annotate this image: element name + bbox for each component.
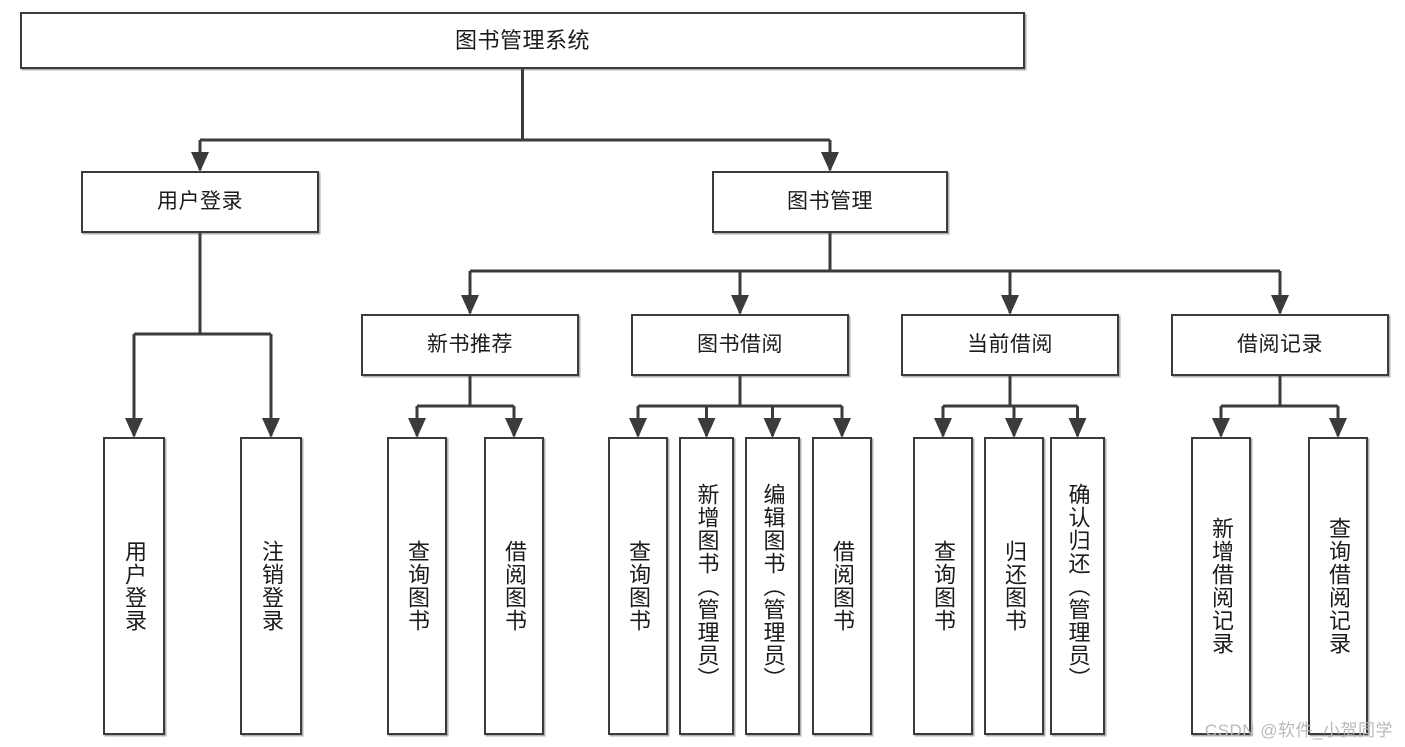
arrow-head-login bbox=[191, 152, 209, 172]
node-label: 新增图书（管理员） bbox=[694, 482, 720, 690]
node-label: 查询图书 bbox=[625, 540, 651, 632]
node-l-bw-borrow[interactable]: 借阅图书 bbox=[812, 437, 872, 735]
arrow-head-l-logout bbox=[262, 418, 280, 438]
arrow-head-newbook bbox=[461, 295, 479, 315]
node-label: 当前借阅 bbox=[967, 332, 1053, 356]
node-bookmgmt[interactable]: 图书管理 bbox=[712, 171, 948, 233]
node-borrow[interactable]: 图书借阅 bbox=[631, 314, 849, 376]
node-l-logout[interactable]: 注销登录 bbox=[240, 437, 302, 735]
node-current[interactable]: 当前借阅 bbox=[901, 314, 1119, 376]
arrow-head-l-userlogin bbox=[125, 418, 143, 438]
node-l-bw-query[interactable]: 查询图书 bbox=[608, 437, 668, 735]
arrow-head-l-nb-query bbox=[408, 418, 426, 438]
node-label: 查询图书 bbox=[404, 540, 430, 632]
arrow-head-borrow bbox=[731, 295, 749, 315]
node-l-cu-return[interactable]: 归还图书 bbox=[984, 437, 1044, 735]
arrow-head-l-rc-add bbox=[1212, 418, 1230, 438]
node-label: 归还图书 bbox=[1001, 540, 1027, 632]
node-label: 编辑图书（管理员） bbox=[760, 482, 786, 690]
node-records[interactable]: 借阅记录 bbox=[1171, 314, 1389, 376]
arrow-head-l-bw-edit bbox=[763, 418, 782, 438]
node-label: 注销登录 bbox=[258, 540, 284, 632]
arrow-head-current bbox=[1001, 295, 1019, 315]
node-newbook[interactable]: 新书推荐 bbox=[361, 314, 579, 376]
node-label: 借阅图书 bbox=[829, 540, 855, 632]
node-l-userlogin[interactable]: 用户登录 bbox=[103, 437, 165, 735]
node-l-bw-edit[interactable]: 编辑图书（管理员） bbox=[745, 437, 800, 735]
arrow-head-l-cu-confirm bbox=[1068, 418, 1087, 438]
node-label: 新增借阅记录 bbox=[1208, 517, 1234, 655]
node-login[interactable]: 用户登录 bbox=[81, 171, 319, 233]
node-l-rc-query[interactable]: 查询借阅记录 bbox=[1308, 437, 1368, 735]
node-l-nb-query[interactable]: 查询图书 bbox=[387, 437, 447, 735]
watermark: CSDN @软件_小贺同学 bbox=[1204, 721, 1393, 740]
node-label: 用户登录 bbox=[121, 540, 147, 632]
arrow-head-l-bw-borrow bbox=[833, 418, 851, 438]
node-label: 借阅图书 bbox=[501, 540, 527, 632]
node-label: 借阅记录 bbox=[1237, 332, 1323, 356]
node-label: 用户登录 bbox=[157, 189, 243, 213]
node-label: 新书推荐 bbox=[427, 332, 513, 356]
node-label: 图书借阅 bbox=[697, 332, 783, 356]
arrow-head-records bbox=[1271, 295, 1289, 315]
node-root[interactable]: 图书管理系统 bbox=[20, 12, 1025, 69]
node-l-rc-add[interactable]: 新增借阅记录 bbox=[1191, 437, 1251, 735]
arrow-head-l-bw-query bbox=[629, 418, 647, 438]
node-label: 确认归还（管理员） bbox=[1065, 482, 1091, 690]
arrow-head-l-nb-borrow bbox=[505, 418, 523, 438]
arrow-head-l-cu-return bbox=[1005, 418, 1023, 438]
arrow-head-l-cu-query bbox=[934, 418, 952, 438]
node-label: 查询借阅记录 bbox=[1325, 517, 1351, 655]
node-label: 查询图书 bbox=[930, 540, 956, 632]
arrow-head-l-bw-add bbox=[697, 418, 716, 438]
node-label: 图书管理系统 bbox=[454, 27, 590, 53]
node-l-cu-confirm[interactable]: 确认归还（管理员） bbox=[1050, 437, 1105, 735]
node-l-nb-borrow[interactable]: 借阅图书 bbox=[484, 437, 544, 735]
node-l-bw-add[interactable]: 新增图书（管理员） bbox=[679, 437, 734, 735]
arrow-head-l-rc-query bbox=[1329, 418, 1347, 438]
arrow-head-bookmgmt bbox=[821, 152, 839, 172]
node-l-cu-query[interactable]: 查询图书 bbox=[913, 437, 973, 735]
node-label: 图书管理 bbox=[787, 189, 873, 213]
